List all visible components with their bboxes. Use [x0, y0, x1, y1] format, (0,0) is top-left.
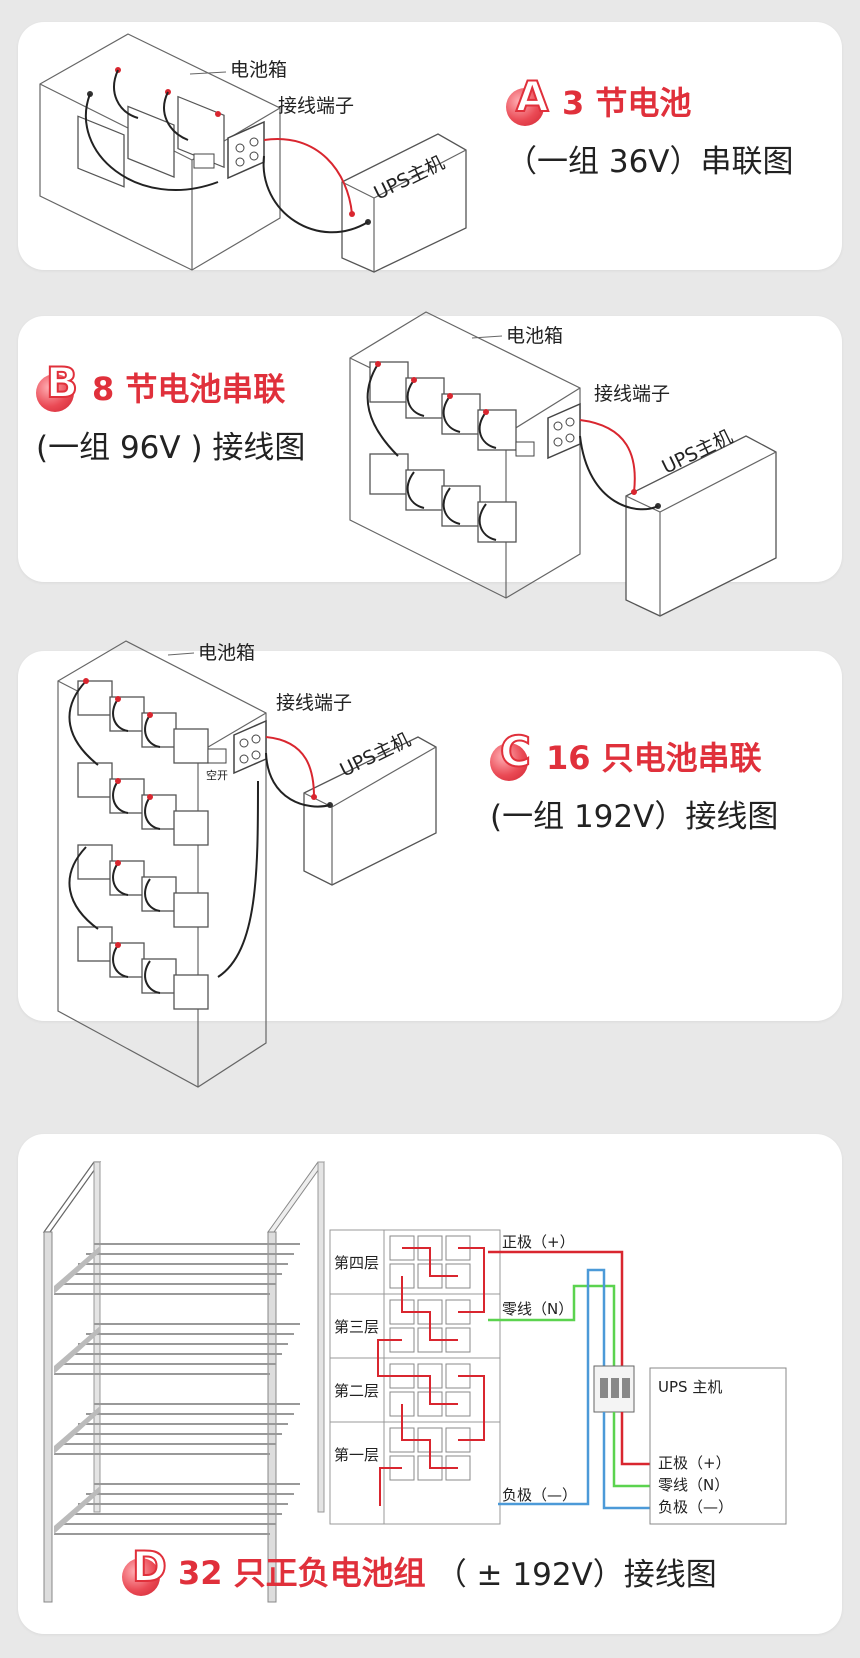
panel-c-card: 空开 电池箱 接线端子 UPS主机 C 16 只电池串联 (一组 192V）接线…	[18, 640, 842, 1088]
panel-d-card: 第四层 第三层 第二层 第一层	[18, 1134, 842, 1634]
battery	[369, 453, 409, 495]
layer-label: 第四层	[334, 1254, 379, 1272]
label-switch: 空开	[206, 768, 228, 782]
panel-b-diagram: 电池箱 接线端子 UPS主机	[349, 311, 777, 617]
label-battery-box: 电池箱	[506, 325, 563, 347]
badge-a-icon: A	[506, 71, 552, 126]
battery-box-outline	[349, 311, 581, 599]
label-battery-box: 电池箱	[198, 642, 255, 664]
terminal-block	[227, 120, 265, 180]
ups-neutral: 零线（N）	[658, 1476, 729, 1494]
panel-a-heading: A 3 节电池 （一组 36V）串联图	[506, 71, 794, 181]
panel-c-heading: C 16 只电池串联 (一组 192V）接线图	[490, 726, 779, 836]
label-terminal: 接线端子	[276, 692, 352, 714]
battery	[477, 409, 517, 451]
panel-c-title: 16 只电池串联	[546, 739, 762, 777]
battery-box-outline	[57, 640, 267, 1088]
battery-group	[369, 361, 517, 543]
ups-negative: 负极（—）	[658, 1498, 733, 1516]
label-terminal: 接线端子	[594, 383, 670, 405]
layer-label: 第三层	[334, 1318, 379, 1336]
label-neutral: 零线（N）	[502, 1300, 573, 1318]
label-negative: 负极（—）	[502, 1486, 577, 1504]
battery-box-outline	[39, 33, 281, 271]
panel-b-title: 8 节电池串联	[92, 370, 286, 408]
battery	[173, 728, 209, 764]
layer-label: 第一层	[334, 1446, 379, 1464]
ups-host-box	[303, 736, 437, 886]
battery	[77, 926, 113, 962]
battery	[441, 393, 481, 435]
battery	[77, 680, 113, 716]
panel-a-subtitle: （一组 36V）串联图	[506, 144, 794, 180]
neutral-wire	[488, 1284, 616, 1366]
badge-d-icon: D	[122, 1541, 168, 1596]
label-positive: 正极（+）	[502, 1233, 575, 1251]
panel-a-diagram: 电池箱 接线端子 UPS主机	[39, 33, 467, 273]
layer-label: 第二层	[334, 1382, 379, 1400]
ups-host-title: UPS 主机	[658, 1378, 722, 1396]
cell-interconnect	[377, 1247, 485, 1506]
switch-icon	[193, 153, 215, 169]
panel-d-diagram: 第四层 第三层 第二层 第一层	[42, 1161, 787, 1603]
battery-rack	[42, 1161, 325, 1603]
battery	[405, 469, 445, 511]
battery	[441, 485, 481, 527]
battery	[477, 501, 517, 543]
battery	[173, 892, 209, 928]
ups-host-box	[649, 1367, 787, 1525]
terminal-block	[547, 402, 581, 460]
positive-wire	[488, 1250, 624, 1366]
battery-group	[77, 680, 209, 1010]
panel-d-title: 32 只正负电池组	[178, 1554, 426, 1592]
panel-a-title: 3 节电池	[562, 84, 692, 122]
label-terminal: 接线端子	[278, 95, 354, 117]
panel-c-subtitle: (一组 192V）接线图	[490, 799, 779, 835]
ups-positive: 正极（+）	[658, 1454, 731, 1472]
badge-c-icon: C	[490, 726, 536, 781]
battery	[173, 974, 209, 1010]
switch-icon	[207, 748, 227, 764]
panel-b-subtitle: (一组 96V ) 接线图	[36, 430, 306, 466]
ups-host-box	[341, 133, 467, 273]
switch-icon	[515, 441, 535, 457]
battery	[77, 762, 113, 798]
panel-b-heading: B 8 节电池串联 (一组 96V ) 接线图	[36, 357, 306, 467]
panel-d-subtitle: （ ± 192V）接线图	[435, 1556, 717, 1593]
negative-wire	[498, 1268, 606, 1506]
panel-b-card: B 8 节电池串联 (一组 96V ) 接线图	[18, 311, 842, 617]
label-battery-box: 电池箱	[230, 59, 287, 81]
battery	[173, 810, 209, 846]
panel-c-diagram: 空开 电池箱 接线端子 UPS主机	[57, 640, 437, 1088]
panel-d-heading: D 32 只正负电池组 （ ± 192V）接线图	[122, 1541, 717, 1596]
battery-group	[77, 95, 225, 188]
ups-host-box	[625, 435, 777, 617]
badge-b-icon: B	[36, 357, 82, 412]
panel-a-card: 电池箱 接线端子 UPS主机 A 3 节电池 （一组 36V）串联图	[18, 22, 842, 273]
battery	[77, 115, 125, 188]
battery	[405, 377, 445, 419]
battery	[127, 105, 175, 178]
